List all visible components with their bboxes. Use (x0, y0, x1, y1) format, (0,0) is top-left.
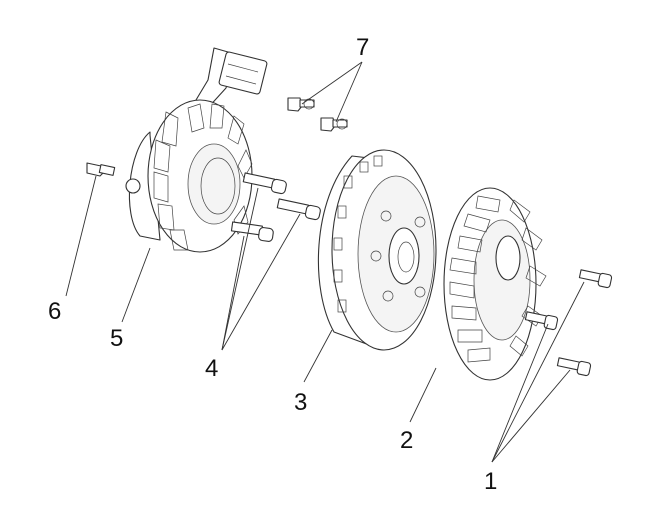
leader-lines (65, 61, 585, 463)
callout-6: 6 (48, 298, 61, 325)
screw-icon (524, 269, 613, 377)
callout-1: 1 (484, 468, 497, 495)
callout-5: 5 (110, 325, 123, 352)
callout-3: 3 (294, 389, 307, 416)
flywheel-rotor-icon (317, 149, 437, 351)
stator-coil-icon (125, 47, 268, 253)
callout-4: 4 (205, 355, 218, 382)
callout-7: 7 (356, 34, 369, 61)
cooling-fan-icon (443, 187, 547, 381)
screw-icon (230, 172, 321, 242)
callout-2: 2 (400, 427, 413, 454)
screw-icon (86, 162, 116, 177)
screw-icon (287, 97, 348, 132)
